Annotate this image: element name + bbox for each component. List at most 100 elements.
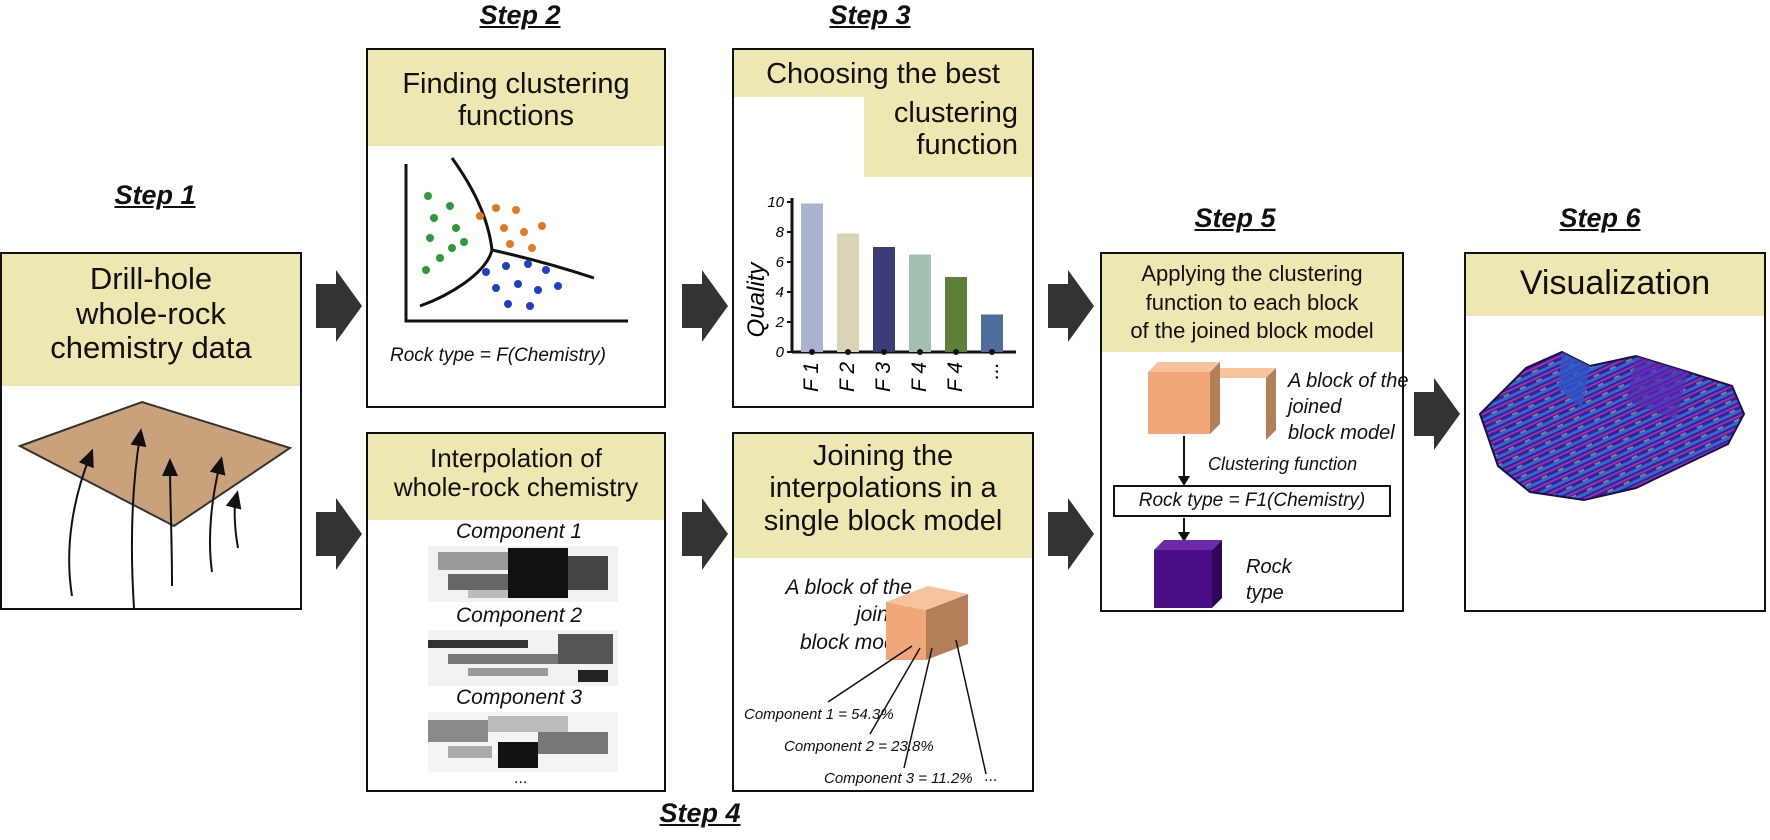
step-3-title-top: Choosing the best xyxy=(734,50,1032,97)
drill-hole-plane-illustration xyxy=(17,400,293,609)
component-2-value: Component 2 = 23.8% xyxy=(784,738,934,755)
component-3-label: Component 3 xyxy=(456,686,583,709)
input-cube-top-face xyxy=(1148,362,1220,372)
step-5-block-caption-line: block model xyxy=(1288,422,1395,444)
input-cube-side xyxy=(1266,368,1276,440)
join-title: Joining the interpolations in a single b… xyxy=(734,434,1032,558)
block-model-highlight xyxy=(1558,352,1590,408)
step-5-block-caption-line: joined xyxy=(1288,396,1342,418)
join-title-line: interpolations in a xyxy=(769,472,997,505)
join-title-line: single block model xyxy=(763,504,1003,537)
component-1-leader xyxy=(827,645,913,703)
join-block-caption-line: block model xyxy=(799,630,912,654)
component-2-leader xyxy=(869,647,921,735)
clustering-arrow-head xyxy=(1178,476,1190,486)
arrow-step2-to-step3 xyxy=(682,270,728,342)
plane-shape xyxy=(17,400,293,528)
step-3-title-line: clustering xyxy=(893,97,1018,129)
drill-hole-path xyxy=(225,490,242,549)
step-3-title-line: Choosing the best xyxy=(766,58,1000,90)
block-model-visualization xyxy=(1478,350,1746,502)
step-5-block-caption-line: A block of the xyxy=(1288,370,1409,392)
block-model-highlight xyxy=(1626,356,1688,420)
component-3-value: Component 3 = 11.2% xyxy=(824,770,973,787)
join-block-caption-line: A block of the xyxy=(785,576,912,599)
step-2-label: Step 2 xyxy=(479,0,561,30)
arrow-step5-to-step6 xyxy=(1414,378,1460,450)
chart-bar xyxy=(945,277,967,352)
rock-type-formula: Rock type = F1(Chemistry) xyxy=(1138,490,1366,511)
cluster-orange-points xyxy=(476,204,546,252)
join-block-illustration xyxy=(827,586,987,775)
arrow-interp-to-join xyxy=(682,498,728,570)
chart-bar xyxy=(873,247,895,352)
more-values-ellipsis: ... xyxy=(984,768,998,785)
cube-top xyxy=(886,586,968,610)
cube-front-face xyxy=(886,602,926,660)
rock-type-arrow-head xyxy=(1178,532,1190,542)
join-box: Joining the interpolations in a single b… xyxy=(732,432,1034,792)
step-6-box: Visualization xyxy=(1464,252,1766,612)
interpolation-title: Interpolation of whole-rock chemistry xyxy=(368,434,664,520)
component-1-label: Component 1 xyxy=(456,520,583,543)
component-3-leader xyxy=(903,647,933,769)
step-5-box: Applying the clustering function to each… xyxy=(1100,252,1408,612)
cluster-boundary xyxy=(491,248,595,280)
interpolation-title-line: Interpolation of xyxy=(429,443,602,473)
chart-bar xyxy=(801,203,823,352)
step-3-title-line: function xyxy=(916,129,1018,162)
component-3-section xyxy=(428,712,618,772)
rock-type-caption-line: type xyxy=(1246,582,1284,604)
rock-cube-top xyxy=(1154,540,1222,550)
step-5-title: Applying the clustering function to each… xyxy=(1102,254,1402,352)
component-1-section xyxy=(428,546,618,602)
chart-y-tick-label: 0 xyxy=(776,344,785,361)
step-5-illustration xyxy=(1113,362,1391,608)
clustering-function-label: Clustering function xyxy=(1208,454,1358,474)
clustering-formula-caption: Rock type = F(Chemistry) xyxy=(390,345,606,366)
scatter-axes xyxy=(404,164,628,323)
drill-hole-path xyxy=(162,458,179,587)
input-cube-side-face xyxy=(1210,362,1220,434)
component-1-value: Component 1 = 54.3% xyxy=(744,706,894,723)
rock-cube-side xyxy=(1212,540,1222,608)
rock-type-caption: Rock type xyxy=(1246,554,1292,606)
rock-cube-front xyxy=(1154,550,1212,608)
more-components-leader xyxy=(955,639,987,775)
chart-x-tick-label: F 4 xyxy=(944,362,967,392)
chart-bar xyxy=(909,254,931,352)
component-2-section xyxy=(428,630,618,686)
chart-y-tick-label: 4 xyxy=(776,284,784,301)
step-5-title-line: function to each block xyxy=(1145,289,1359,315)
clustering-scatter-illustration xyxy=(404,157,628,323)
chart-bar xyxy=(837,233,859,352)
step-5-title-line: of the joined block model xyxy=(1130,318,1374,344)
component-2-label: Component 2 xyxy=(456,604,583,627)
step-1-title-line: whole-rock xyxy=(76,295,226,331)
step-1-title-line: chemistry data xyxy=(50,330,252,366)
formula-box-border xyxy=(1113,485,1391,517)
input-cube-front xyxy=(1148,372,1210,434)
step-6-title: Visualization xyxy=(1466,254,1764,316)
step-2-box: Finding clustering functions xyxy=(366,48,666,408)
chart-x-tick-label: F 1 xyxy=(800,362,823,392)
arrow-step1-to-step2 xyxy=(316,270,362,342)
step-3-title-bottom: clustering function xyxy=(864,97,1032,177)
arrow-step1-to-interp xyxy=(316,498,362,570)
step-1-title: Drill-hole whole-rock chemistry data xyxy=(2,254,300,386)
chart-bar-base-dot xyxy=(989,349,995,355)
chart-bar-base-dot xyxy=(845,349,851,355)
chart-x-tick-label: F 4 xyxy=(908,362,931,392)
chart-y-tick-label: 8 xyxy=(776,224,785,241)
chart-x-tick-label: F 3 xyxy=(872,362,895,392)
input-cube-top xyxy=(1204,368,1276,378)
step-1-box: Drill-hole whole-rock chemistry data xyxy=(0,252,302,610)
chart-y-tick-label: 2 xyxy=(775,314,785,331)
step-6-label: Step 6 xyxy=(1559,203,1641,233)
arrow-join-to-step5 xyxy=(1048,498,1094,570)
step-2-title: Finding clustering functions xyxy=(368,50,664,146)
